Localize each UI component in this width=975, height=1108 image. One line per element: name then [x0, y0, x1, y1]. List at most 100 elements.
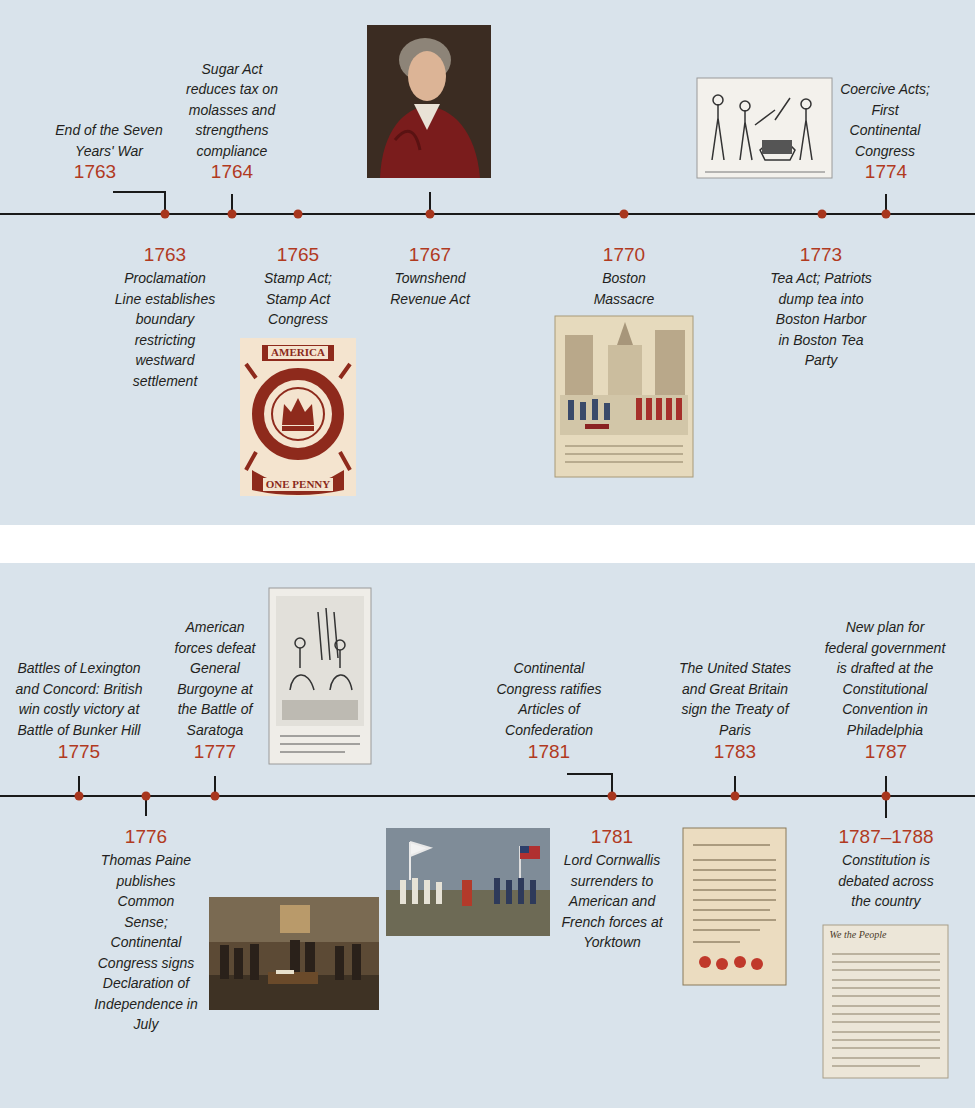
event-description: Thomas Paine publishes Common Sense; Con… [94, 850, 198, 1035]
document-illustration [832, 1032, 940, 1033]
painting-illustration [518, 878, 524, 904]
engraving-illustration [330, 650, 352, 690]
painting-illustration [335, 946, 344, 980]
event-description: Proclamation Line establishes boundary r… [112, 268, 218, 391]
engraving-illustration [697, 78, 832, 178]
event-description: Battles of Lexington and Concord: Britis… [10, 658, 148, 740]
document-illustration [693, 880, 776, 881]
panel [0, 563, 975, 1108]
document-illustration [832, 988, 940, 989]
painting-illustration [386, 828, 550, 936]
engraving-illustration [290, 648, 314, 690]
document-text: We the People [828, 929, 889, 941]
engraving-illustration [656, 398, 662, 420]
year-label: 1770 [603, 244, 645, 266]
event-description: Sugar Act reduces tax on molasses and st… [182, 59, 282, 162]
painting-illustration [280, 905, 310, 933]
painting-illustration [400, 878, 442, 904]
timeline-axis [0, 213, 975, 215]
painting-illustration [250, 944, 259, 980]
engraving-illustration [705, 172, 825, 173]
year-label: 1776 [125, 826, 167, 848]
painting-illustration [352, 944, 361, 980]
portrait-illustration [414, 104, 440, 130]
painting-illustration [220, 940, 361, 980]
engraving-illustration [801, 99, 811, 109]
stamp-illustration [282, 426, 314, 431]
engraving-illustration [295, 638, 305, 648]
event-dot [731, 792, 740, 801]
year-label: 1763 [144, 244, 186, 266]
event-description: Continental Congress ratifies Articles o… [484, 658, 614, 740]
document-illustration [693, 920, 776, 921]
document-illustration [832, 954, 940, 955]
document-illustration [832, 1022, 940, 1023]
document-illustration [832, 970, 940, 971]
event-dot [882, 210, 891, 219]
event-description: American forces defeat General Burgoyne … [167, 617, 263, 740]
engraving-illustration [280, 744, 360, 745]
document-illustration [734, 956, 746, 968]
document-illustration [751, 958, 763, 970]
event-dot [142, 792, 151, 801]
year-label: 1781 [528, 741, 570, 763]
document-illustration [683, 828, 786, 985]
engraving-illustration [555, 316, 693, 477]
painting-illustration [462, 880, 472, 906]
document-illustration [832, 996, 940, 997]
engraving-illustration [565, 335, 593, 395]
document-illustration [693, 845, 776, 942]
year-label: 1765 [277, 244, 319, 266]
document-illustration [832, 980, 940, 981]
engraving-illustration [585, 424, 609, 429]
painting-illustration [424, 880, 430, 904]
event-dot [882, 792, 891, 801]
engraving-illustration [636, 398, 682, 420]
engraving-illustration [565, 446, 683, 462]
event-description: Boston Massacre [582, 268, 666, 309]
portrait-illustration [367, 25, 491, 178]
stamp-illustration [240, 338, 356, 496]
document-illustration [823, 925, 948, 1078]
stamp-illustration [246, 364, 350, 470]
document-illustration [693, 910, 770, 911]
document-illustration [693, 845, 770, 846]
engraving-illustration [666, 398, 672, 420]
year-label: 1764 [211, 161, 253, 183]
document-illustration [832, 1058, 940, 1059]
document-illustration [832, 1014, 940, 1015]
engraving-illustration [755, 98, 790, 125]
event-description: New plan for federal government is draft… [823, 617, 947, 740]
document-illustration [693, 942, 740, 943]
tick-mark [79, 192, 886, 818]
stamp-illustration [272, 388, 324, 440]
document-illustration [699, 956, 763, 970]
engraving-illustration [565, 462, 683, 463]
engraving-illustration [712, 95, 812, 160]
event-description: Stamp Act; Stamp Act Congress [255, 268, 341, 330]
painting-illustration [530, 880, 536, 904]
engraving-illustration [636, 398, 642, 420]
stamp-illustration [262, 345, 334, 361]
engraving-illustration [762, 140, 792, 154]
year-label: 1774 [865, 161, 907, 183]
timeline-axis [0, 214, 975, 796]
event-description: Townshend Revenue Act [380, 268, 480, 309]
engraving-illustration [290, 608, 352, 690]
painting-illustration [220, 945, 229, 979]
year-label: 1763 [74, 161, 116, 183]
engraving-illustration [280, 736, 360, 752]
painting-illustration [234, 948, 243, 979]
event-description: The United States and Great Britain sign… [669, 658, 801, 740]
document-illustration [832, 954, 940, 1066]
year-label: 1775 [58, 741, 100, 763]
event-dot [426, 210, 435, 219]
document-illustration [693, 930, 760, 931]
engraving-illustration [269, 588, 371, 764]
engraving-illustration [565, 446, 683, 447]
stamp-illustration [282, 398, 314, 425]
tick-mark [113, 192, 165, 214]
year-label: 1767 [409, 244, 451, 266]
document-illustration [832, 1006, 940, 1007]
engraving-illustration [713, 95, 723, 105]
